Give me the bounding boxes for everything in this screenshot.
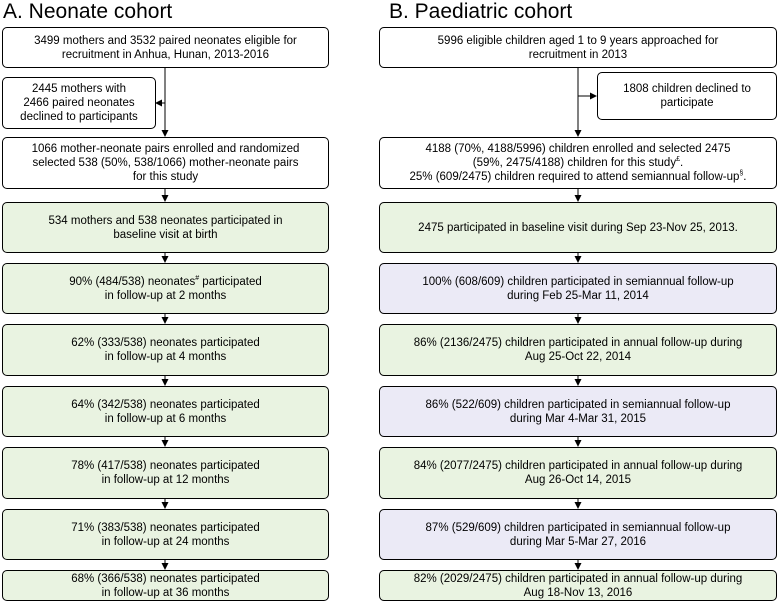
paediatric-semiannual-2015-box: 86% (522/609) children participated in s… bbox=[379, 386, 777, 437]
neonate-cohort-title: A. Neonate cohort bbox=[3, 0, 173, 23]
paediatric-annual-2014-text: 86% (2136/2475) children participated in… bbox=[413, 337, 743, 363]
neonate-followup-24m-text: 71% (383/538) neonates participated in f… bbox=[71, 521, 260, 548]
neonate-followup-12m-text: 78% (417/538) neonates participated in f… bbox=[71, 460, 260, 486]
paediatric-annual-2015-text: 84% (2077/2475) children participated in… bbox=[413, 460, 743, 486]
paediatric-declined-box: 1808 children declined to participate bbox=[597, 72, 777, 120]
neonate-followup-12m-box: 78% (417/538) neonates participated in f… bbox=[2, 447, 329, 499]
paediatric-annual-2016-text: 82% (2029/2475) children participated in… bbox=[413, 572, 743, 599]
neonate-baseline-text: 534 mothers and 538 neonates participate… bbox=[48, 214, 283, 241]
paediatric-annual-2015-box: 84% (2077/2475) children participated in… bbox=[379, 447, 777, 499]
neonate-followup-2m-text: 90% (484/538) neonates# participated in … bbox=[69, 274, 262, 302]
paediatric-enrolled-text: 4188 (70%, 4188/5996) children enrolled … bbox=[409, 143, 747, 183]
neonate-baseline-box: 534 mothers and 538 neonates participate… bbox=[2, 202, 329, 253]
neonate-enrolled-text: 1066 mother-neonate pairs enrolled and r… bbox=[31, 143, 300, 183]
neonate-eligible-text: 3499 mothers and 3532 paired neonates el… bbox=[34, 34, 297, 61]
neonate-declined-text: 2445 mothers with 2466 paired neonates d… bbox=[20, 83, 138, 123]
paediatric-eligible-text: 5996 eligible children aged 1 to 9 years… bbox=[437, 34, 719, 61]
paediatric-baseline-box: 2475 participated in baseline visit duri… bbox=[379, 202, 777, 253]
neonate-followup-2m-box: 90% (484/538) neonates# participated in … bbox=[2, 263, 329, 314]
paediatric-annual-2016-box: 82% (2029/2475) children participated in… bbox=[379, 570, 777, 601]
paediatric-semiannual-2016-text: 87% (529/609) children participated in s… bbox=[425, 521, 731, 548]
neonate-followup-4m-text: 62% (333/538) neonates participated in f… bbox=[71, 337, 260, 363]
paediatric-semiannual-2014-box: 100% (608/609) children participated in … bbox=[379, 263, 777, 314]
neonate-followup-6m-text: 64% (342/538) neonates participated in f… bbox=[71, 398, 260, 425]
paediatric-declined-text: 1808 children declined to participate bbox=[623, 83, 751, 109]
neonate-enrolled-box: 1066 mother-neonate pairs enrolled and r… bbox=[2, 137, 329, 189]
neonate-followup-36m-text: 68% (366/538) neonates participated in f… bbox=[71, 572, 260, 599]
paediatric-semiannual-2016-box: 87% (529/609) children participated in s… bbox=[379, 509, 777, 560]
neonate-followup-36m-box: 68% (366/538) neonates participated in f… bbox=[2, 570, 329, 601]
paediatric-annual-2014-box: 86% (2136/2475) children participated in… bbox=[379, 324, 777, 376]
paediatric-enrolled-box: 4188 (70%, 4188/5996) children enrolled … bbox=[379, 137, 777, 189]
neonate-followup-24m-box: 71% (383/538) neonates participated in f… bbox=[2, 509, 329, 560]
neonate-followup-6m-box: 64% (342/538) neonates participated in f… bbox=[2, 386, 329, 437]
paediatric-semiannual-2014-text: 100% (608/609) children participated in … bbox=[422, 275, 734, 302]
paediatric-cohort-title: B. Paediatric cohort bbox=[389, 0, 573, 23]
neonate-eligible-box: 3499 mothers and 3532 paired neonates el… bbox=[2, 27, 329, 68]
neonate-followup-4m-box: 62% (333/538) neonates participated in f… bbox=[2, 324, 329, 376]
paediatric-semiannual-2015-text: 86% (522/609) children participated in s… bbox=[425, 398, 731, 425]
neonate-declined-box: 2445 mothers with 2466 paired neonates d… bbox=[2, 77, 156, 129]
paediatric-baseline-text: 2475 participated in baseline visit duri… bbox=[418, 221, 738, 234]
paediatric-eligible-box: 5996 eligible children aged 1 to 9 years… bbox=[379, 27, 777, 68]
